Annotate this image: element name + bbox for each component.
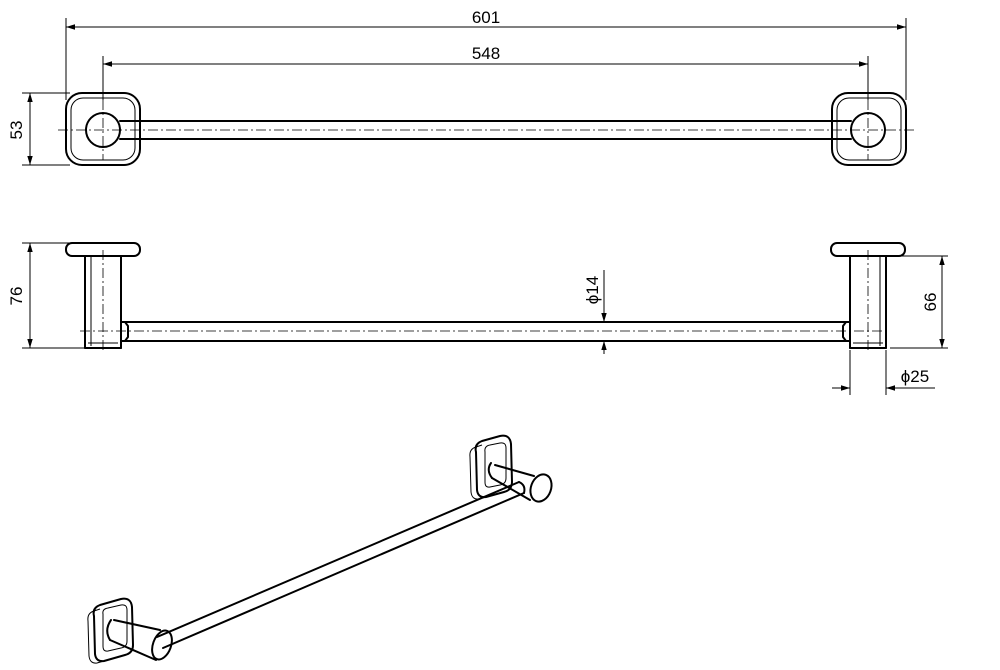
rail-diameter-label: ϕ14 — [583, 276, 602, 304]
top-view-rail — [119, 120, 852, 140]
top-right-mounting-plate — [831, 92, 907, 166]
post-diameter-label: ϕ25 — [901, 367, 929, 386]
dimension-plate-height: 53 — [7, 92, 70, 166]
iso-front-post — [106, 619, 173, 661]
iso-front-mounting-plate — [87, 597, 134, 664]
plate-height-label: 53 — [7, 121, 26, 140]
dimension-rail-projection: 66 — [890, 255, 948, 349]
dimension-post-diameter: ϕ25 — [832, 350, 935, 395]
dimension-center-to-center: 548 — [102, 44, 869, 100]
iso-back-post — [487, 462, 553, 503]
center-to-center-label: 548 — [472, 44, 500, 63]
front-left-mounting-plate — [65, 242, 141, 350]
rail-projection-label: 66 — [921, 293, 940, 312]
overall-length-label: 601 — [472, 8, 500, 27]
top-view: 601 548 53 — [7, 8, 915, 166]
front-view: 76 66 ϕ14 ϕ25 — [7, 242, 948, 395]
dimension-overall-length: 601 — [65, 8, 907, 100]
iso-rail — [156, 481, 526, 649]
top-left-mounting-plate — [65, 92, 141, 166]
isometric-view — [87, 434, 553, 664]
plate-depth-label: 76 — [7, 287, 26, 306]
front-view-rail — [80, 321, 890, 342]
dimension-rail-diameter: ϕ14 — [583, 270, 607, 354]
dimension-plate-depth: 76 — [7, 242, 90, 349]
